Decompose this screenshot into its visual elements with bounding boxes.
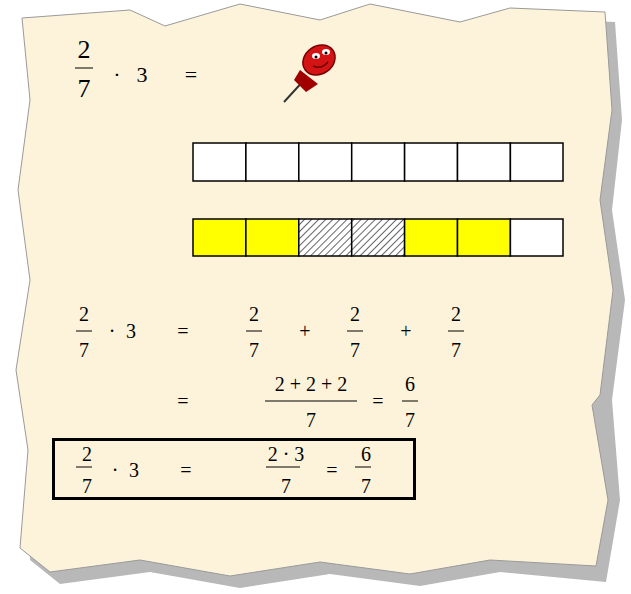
math-term: 7 [350, 340, 360, 360]
math-term: 3 [129, 460, 139, 480]
math-term: = [180, 460, 191, 480]
math-term: 7 [79, 340, 89, 360]
math-term: 2 [82, 444, 92, 464]
math-term: · [109, 321, 116, 341]
math-term: 6 [361, 444, 371, 464]
math-term: 7 [249, 340, 259, 360]
math-term: 7 [361, 476, 371, 496]
math-term: 2 [249, 304, 259, 324]
math-term: 6 [405, 374, 415, 394]
math-term: + [299, 321, 310, 341]
math-term: + [400, 321, 411, 341]
math-term: 7 [306, 410, 316, 430]
math-term: 3 [137, 64, 148, 86]
math-term: 2 [451, 304, 461, 324]
math-term: 7 [78, 76, 91, 102]
math-term: 3 [126, 321, 136, 341]
math-term: · [112, 460, 119, 480]
shaded-bar [193, 219, 563, 256]
math-term: 7 [82, 476, 92, 496]
math-term: = [372, 391, 383, 411]
pushpin [284, 39, 341, 102]
math-term: 7 [405, 410, 415, 430]
math-term: 7 [281, 476, 291, 496]
math-term: 2 + 2 + 2 [275, 374, 348, 394]
result-box: 2 7 · 3 = 2 · 3 7 = 6 7 [52, 438, 416, 500]
math-term: 2 [79, 304, 89, 324]
math-term: 2 · 3 [268, 444, 305, 464]
empty-bar [193, 143, 563, 181]
math-term: 2 [350, 304, 360, 324]
math-term: · [113, 64, 120, 86]
math-term: = [177, 391, 188, 411]
math-term: 2 [78, 37, 91, 63]
math-term: = [185, 64, 197, 86]
paper [16, 4, 613, 576]
math-term: = [326, 460, 337, 480]
fraction-bar [75, 68, 464, 467]
math-term: = [177, 321, 188, 341]
math-term: 7 [451, 340, 461, 360]
